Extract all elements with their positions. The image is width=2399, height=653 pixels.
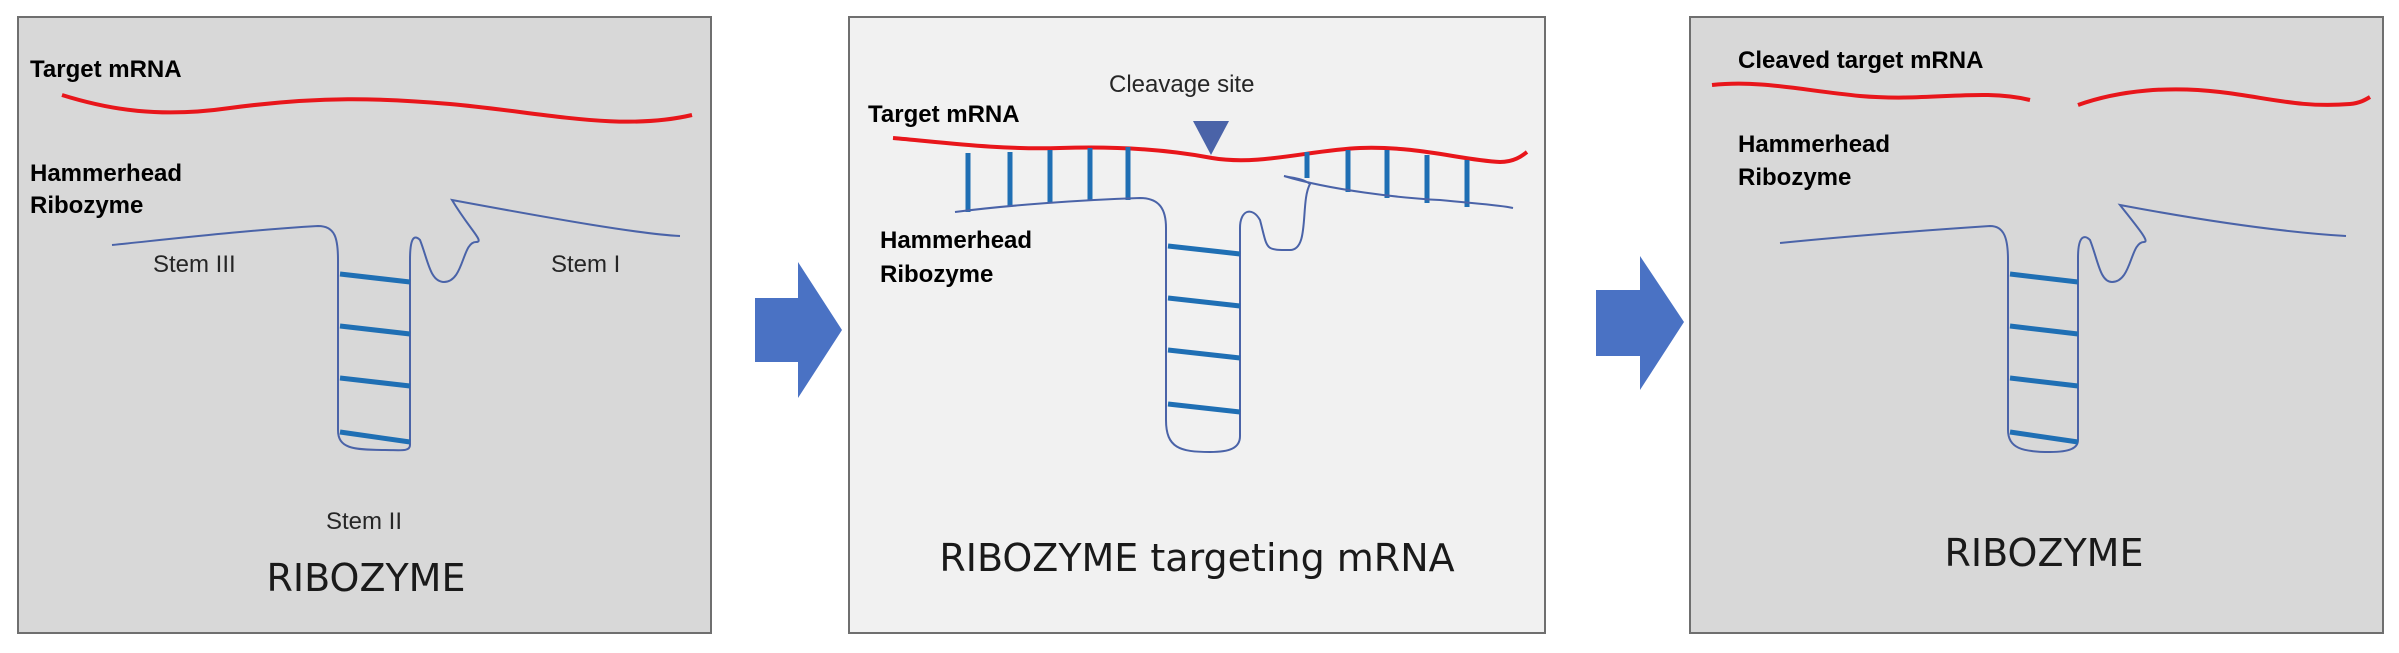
arrow-right-icon [1596,256,1684,390]
stem-i-label: Stem I [551,251,620,278]
panel-1-graphics: Target mRNA Hammerhead Ribozyme Stem III… [30,56,693,600]
panel-2-graphics: Cleavage site Target mRNA Hammerhead Rib… [868,71,1529,580]
stem-ii-base-pairs [339,271,411,445]
base-pair [2009,271,2079,285]
panel-3-caption: RIBOZYME [1945,531,2144,575]
cleaved-mrna-fragment-left [1711,81,2031,102]
hammerhead-label-line2: Ribozyme [880,261,993,288]
base-pair [1167,347,1241,361]
stem-ii-label: Stem II [326,508,402,535]
panel-2-caption: RIBOZYME targeting mRNA [939,536,1454,580]
binding-arm-base-pairs-right [1304,150,1470,207]
base-pair [2009,429,2079,445]
base-pair [1167,295,1241,309]
panel-ribozyme-targeting [848,16,1546,634]
hammerhead-label-line1: Hammerhead [1738,131,1890,158]
cleaved-target-mrna-label: Cleaved target mRNA [1738,47,1983,74]
target-mrna-label: Target mRNA [868,101,1020,128]
hammerhead-label-line1: Hammerhead [30,160,182,187]
panel-1-caption: RIBOZYME [267,556,466,600]
cleaved-mrna-fragment-right [2077,87,2372,107]
base-pair [1167,401,1241,415]
base-pair [339,375,411,389]
hammerhead-label-line2: Ribozyme [1738,164,1851,191]
base-pair [339,429,411,445]
base-pair [1167,243,1241,257]
target-mrna-strand [61,93,693,124]
base-pair [339,323,411,337]
cleavage-site-marker [1193,121,1229,155]
base-pair [339,271,411,285]
hammerhead-label-line1: Hammerhead [880,227,1032,254]
target-mrna-label: Target mRNA [30,56,182,83]
cleavage-site-label: Cleavage site [1109,71,1254,98]
base-pair [2009,323,2079,337]
base-pair [2009,375,2079,389]
stem-ii-base-pairs [2009,271,2079,445]
target-mrna-strand [892,136,1529,165]
panel-3-graphics: Cleaved target mRNA Hammerhead Ribozyme … [1711,47,2372,575]
ribozyme-strand [1779,203,2347,454]
hammerhead-label-line2: Ribozyme [30,192,143,219]
binding-arm-base-pairs-left [965,147,1131,212]
panel-cleaved [1689,16,2384,634]
stem-iii-label: Stem III [153,251,236,278]
ribozyme-strand [954,175,1514,454]
ribozyme-strand [111,198,681,452]
arrow-right-icon [755,262,842,398]
stem-ii-base-pairs [1167,243,1241,415]
